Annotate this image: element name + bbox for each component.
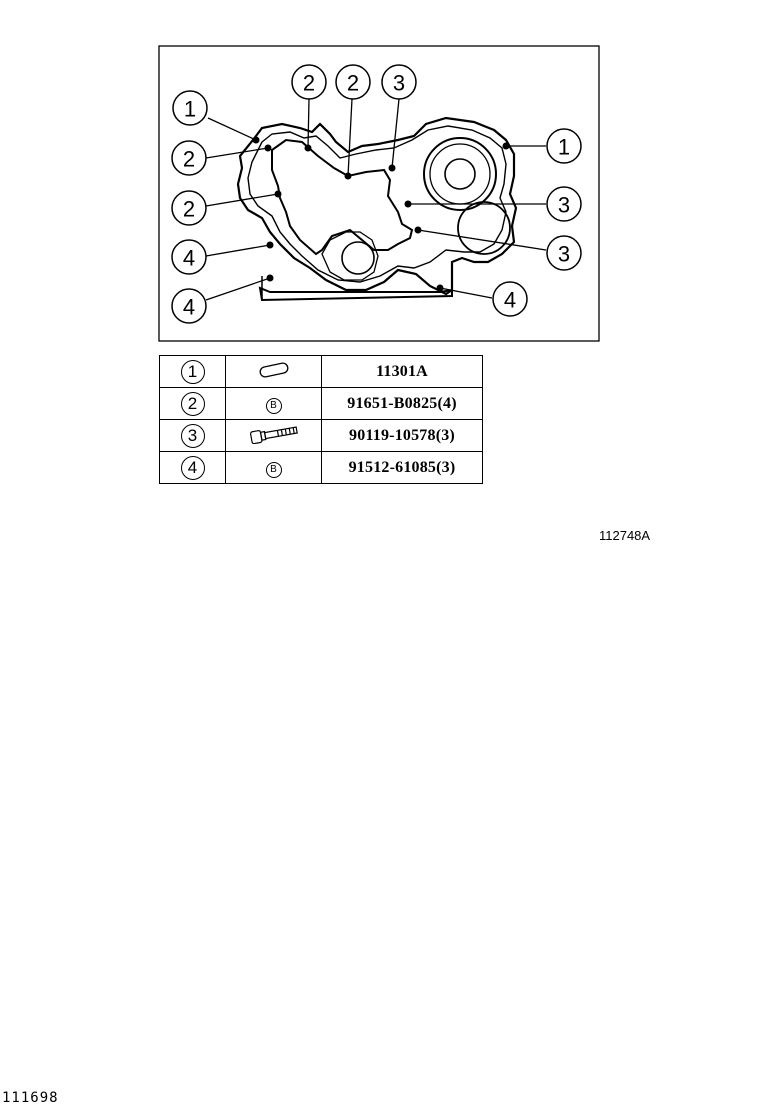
callout-3-right-top: 3 xyxy=(546,186,582,222)
callout-1-right: 1 xyxy=(546,128,582,164)
row-number: 4 xyxy=(180,455,205,480)
row-number: 3 xyxy=(180,423,205,448)
part-number: 91651-B0825(4) xyxy=(321,387,483,420)
table-row: 2 B 91651-B0825(4) xyxy=(159,387,483,420)
svg-text:1: 1 xyxy=(558,135,570,160)
callout-2-top-mid: 2 xyxy=(335,64,371,100)
callout-4-left-bottom: 4 xyxy=(171,288,207,324)
svg-text:3: 3 xyxy=(558,193,570,218)
row-number: 2 xyxy=(180,391,205,416)
timing-cover-diagram: 1 2 2 4 4 2 2 3 1 3 3 4 xyxy=(158,45,600,342)
svg-text:4: 4 xyxy=(504,288,516,313)
svg-text:3: 3 xyxy=(393,71,405,96)
svg-text:2: 2 xyxy=(347,71,359,96)
b-mark-icon: B xyxy=(265,462,282,478)
callout-2-left-top: 2 xyxy=(171,140,207,176)
svg-text:2: 2 xyxy=(303,71,315,96)
page-code: 111698 xyxy=(2,1090,59,1106)
row-number: 1 xyxy=(180,359,205,384)
svg-text:3: 3 xyxy=(558,242,570,267)
table-row: 3 90119-10578(3) xyxy=(159,419,483,452)
table-row: 4 B 91512-61085(3) xyxy=(159,451,483,484)
leader-lines xyxy=(205,98,547,301)
timing-cover-outline xyxy=(236,116,518,302)
svg-text:2: 2 xyxy=(183,197,195,222)
dowel-pin-icon xyxy=(259,361,288,378)
b-mark-icon: B xyxy=(265,398,282,414)
callout-4-right: 4 xyxy=(492,281,528,317)
svg-text:4: 4 xyxy=(183,246,195,271)
part-number: 11301A xyxy=(321,355,483,388)
svg-text:4: 4 xyxy=(183,295,195,320)
callout-2-top-left: 2 xyxy=(291,64,327,100)
diagram-frame xyxy=(158,45,600,342)
part-number: 91512-61085(3) xyxy=(321,451,483,484)
svg-text:2: 2 xyxy=(183,147,195,172)
callout-2-left-mid: 2 xyxy=(171,190,207,226)
part-number: 90119-10578(3) xyxy=(321,419,483,452)
callout-3-right-bottom: 3 xyxy=(546,235,582,271)
table-row: 1 11301A xyxy=(159,355,483,388)
svg-text:1: 1 xyxy=(184,97,196,122)
parts-table: 1 11301A 2 B 91651-B0825(4) 3 xyxy=(159,355,483,484)
bolt-icon xyxy=(249,425,298,444)
callout-1-left: 1 xyxy=(172,90,208,126)
figure-code: 112748A xyxy=(599,528,651,543)
callouts: 1 2 2 4 4 2 2 3 1 3 3 4 xyxy=(171,64,582,324)
callout-4-left-top: 4 xyxy=(171,239,207,275)
bolt-marks xyxy=(252,136,510,292)
callout-3-top: 3 xyxy=(381,64,417,100)
